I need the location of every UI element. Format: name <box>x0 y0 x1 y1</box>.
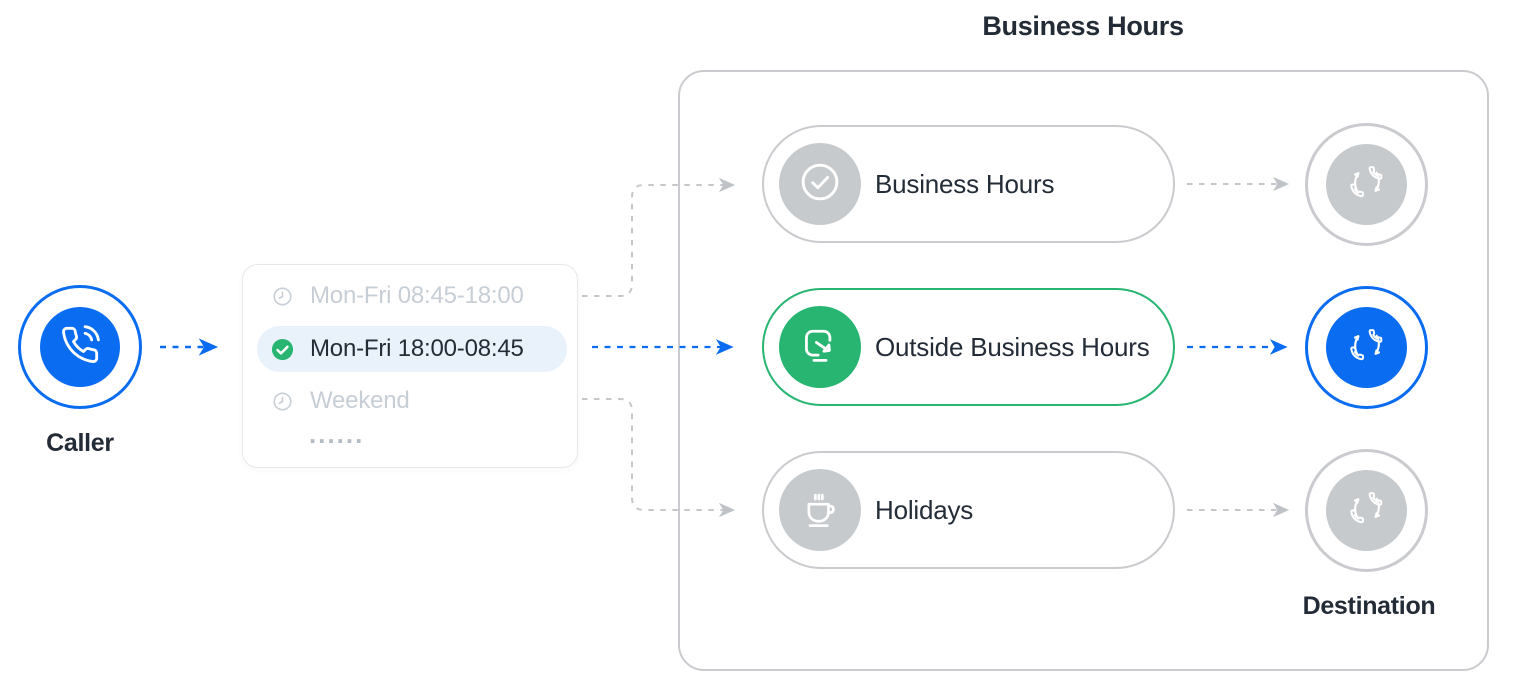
caller-label: Caller <box>46 429 114 457</box>
schedule-item-business-hours[interactable]: Mon-Fri 08:45-18:00 <box>271 281 524 311</box>
branch-holidays[interactable]: Holidays <box>762 451 1175 569</box>
branch-label: Outside Business Hours <box>875 331 1150 362</box>
branch-business-hours[interactable]: Business Hours <box>762 125 1175 243</box>
clock-icon <box>271 390 294 413</box>
branch-label: Holidays <box>875 494 974 525</box>
phone-call-icon <box>60 324 100 370</box>
destination-node-core <box>1326 470 1407 551</box>
destination-node-core <box>1326 144 1407 225</box>
call-transfer-icon <box>1345 160 1389 209</box>
schedule-item-weekend[interactable]: Weekend <box>271 386 410 416</box>
branch-outside-business-hours[interactable]: Outside Business Hours <box>762 288 1175 406</box>
destination-node-outside-business-hours[interactable] <box>1305 286 1428 409</box>
branch-icon-circle <box>779 143 861 225</box>
schedule-item-selected[interactable]: Mon-Fri 18:00-08:45 <box>257 326 567 372</box>
branch-icon-circle <box>779 306 861 388</box>
branch-label: Business Hours <box>875 168 1055 199</box>
check-circle-icon <box>797 159 843 210</box>
sign-out-icon <box>798 323 842 372</box>
caller-node-core <box>40 307 120 387</box>
destination-label: Destination <box>1302 592 1436 620</box>
business-hours-group-container <box>678 70 1489 671</box>
clock-icon <box>271 285 294 308</box>
check-circle-icon <box>271 338 294 361</box>
ellipsis-label: ...... <box>309 418 365 449</box>
schedule-item-label: Mon-Fri 08:45-18:00 <box>310 282 524 309</box>
schedule-panel: Mon-Fri 08:45-18:00 Mon-Fri 18:00-08:45 … <box>242 264 578 468</box>
schedule-item-label: Mon-Fri 18:00-08:45 <box>310 335 524 362</box>
call-transfer-icon <box>1345 323 1389 372</box>
destination-node-business-hours[interactable] <box>1305 123 1428 246</box>
schedule-item-more: ...... <box>309 417 364 451</box>
caller-node[interactable] <box>18 285 142 409</box>
schedule-item-label: Weekend <box>310 387 410 414</box>
coffee-cup-icon <box>797 485 843 536</box>
branch-icon-circle <box>779 469 861 551</box>
destination-node-holidays[interactable] <box>1305 449 1428 572</box>
business-hours-group-title: Business Hours <box>982 11 1184 41</box>
destination-node-core <box>1326 307 1407 388</box>
call-transfer-icon <box>1345 486 1389 535</box>
